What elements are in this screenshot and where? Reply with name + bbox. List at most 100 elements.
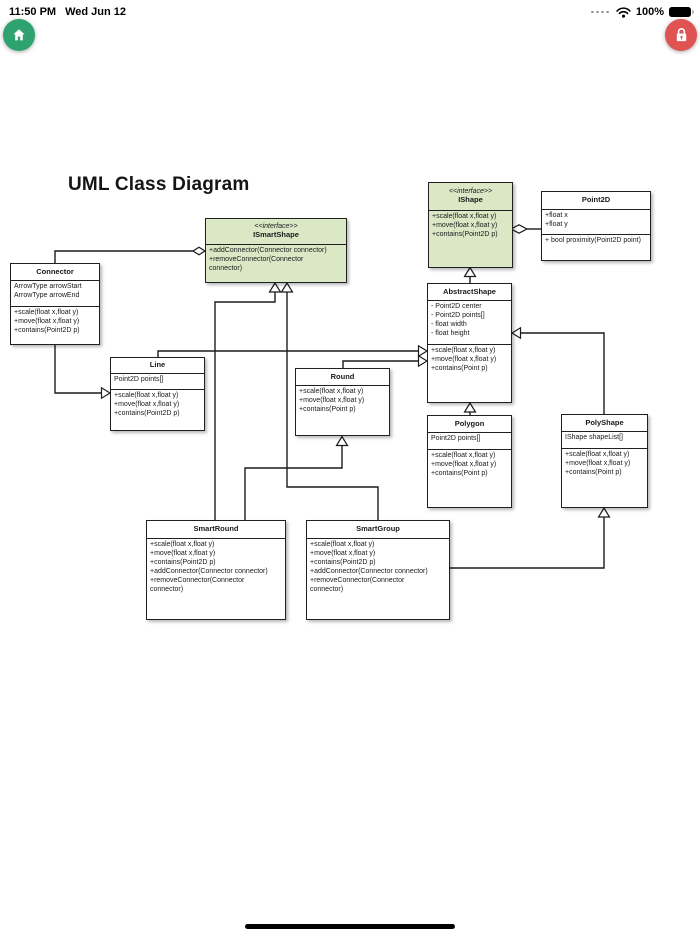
- attribute-line: +float y: [545, 220, 568, 228]
- class-name: SmartRound: [193, 524, 239, 534]
- relation-point2d-aggregated-by-ishape[interactable]: [509, 224, 541, 234]
- class-box-round[interactable]: Round +scale(float x,float y) +move(floa…: [295, 368, 390, 436]
- relation-abstractshape-implements-ishape[interactable]: [463, 266, 477, 284]
- class-box-ishape[interactable]: <<interface>> IShape +scale(float x,floa…: [428, 182, 513, 268]
- status-bar: 11:50 PM Wed Jun 12 100%: [0, 0, 700, 24]
- class-name: IShape: [458, 195, 483, 205]
- relation-smartgroup-extends-polyshape[interactable]: [450, 506, 611, 569]
- wifi-icon: [616, 6, 631, 18]
- method-line: +scale(float x,float y): [565, 451, 630, 458]
- relation-round-extends-abstractshape[interactable]: [342, 354, 429, 368]
- method-line: +removeConnector(Connector connector): [150, 576, 245, 593]
- attributes-compartment: Point2D points[]: [111, 373, 204, 389]
- method-line: +contains(Point2D p): [114, 409, 180, 417]
- stereotype-label: <<interface>>: [448, 188, 493, 196]
- class-box-point2d[interactable]: Point2D +float x +float y + bool proximi…: [541, 191, 651, 261]
- method-line: +removeConnector(Connector connector): [310, 576, 405, 593]
- attribute-line: ArrowType arrowEnd: [14, 291, 80, 299]
- attributes-compartment: Point2D points[]: [428, 432, 511, 449]
- method-line: +contains(Point2D p): [432, 230, 498, 238]
- attribute-line: Point2D points[]: [431, 435, 481, 442]
- class-name: Connector: [36, 266, 74, 276]
- class-box-connector[interactable]: Connector ArrowType arrowStart ArrowType…: [10, 263, 100, 345]
- relation-smartround-extends-round[interactable]: [244, 435, 349, 521]
- attribute-line: - float height: [431, 329, 470, 337]
- class-name: ISmartShape: [253, 230, 299, 240]
- class-box-ismartshape[interactable]: <<interface>> ISmartShape +addConnector(…: [205, 218, 347, 283]
- attribute-line: - Point2D points[]: [431, 311, 485, 319]
- method-line: +scale(float x,float y): [14, 309, 79, 316]
- class-name: SmartGroup: [356, 524, 400, 534]
- attribute-line: ArrowType arrowStart: [14, 283, 82, 290]
- method-line: +scale(float x,float y): [299, 388, 364, 395]
- method-line: +scale(float x,float y): [150, 541, 215, 548]
- method-line: +scale(float x,float y): [114, 392, 179, 399]
- cellular-dots-icon: [590, 10, 609, 14]
- attributes-compartment: - Point2D center - Point2D points[] - fl…: [428, 300, 511, 344]
- method-line: +addConnector(Connector connector): [150, 567, 268, 575]
- methods-compartment: +scale(float x,float y) +move(float x,fl…: [429, 210, 512, 267]
- method-line: +scale(float x,float y): [310, 541, 375, 548]
- method-line: +contains(Point p): [299, 405, 356, 413]
- attribute-line: +float x: [545, 212, 568, 219]
- relation-polyshape-extends-abstractshape[interactable]: [510, 326, 605, 414]
- methods-compartment: +scale(float x,float y) +move(float x,fl…: [428, 344, 511, 402]
- method-line: +scale(float x,float y): [431, 452, 496, 459]
- class-name: PolyShape: [585, 417, 624, 427]
- methods-compartment: +scale(float x,float y) +move(float x,fl…: [147, 538, 285, 619]
- class-name: Round: [330, 371, 355, 381]
- class-box-line[interactable]: Line Point2D points[] +scale(float x,flo…: [110, 357, 205, 431]
- stereotype-label: <<interface>>: [254, 223, 298, 231]
- methods-compartment: +scale(float x,float y) +move(float x,fl…: [11, 306, 99, 344]
- method-line: +move(float x,float y): [432, 221, 498, 229]
- home-button[interactable]: [3, 19, 35, 51]
- padlock-icon: [676, 28, 686, 42]
- status-date: Wed Jun 12: [65, 6, 127, 18]
- class-box-abstractshape[interactable]: AbstractShape - Point2D center - Point2D…: [427, 283, 512, 403]
- class-box-smartgroup[interactable]: SmartGroup +scale(float x,float y) +move…: [306, 520, 450, 620]
- class-name: Point2D: [581, 195, 611, 205]
- relation-smartround-implements-ismartshape[interactable]: [214, 281, 282, 520]
- class-box-smartround[interactable]: SmartRound +scale(float x,float y) +move…: [146, 520, 286, 620]
- method-line: +addConnector(Connector connector): [310, 567, 428, 575]
- method-line: +contains(Point2D p): [150, 558, 216, 566]
- attribute-line: - float width: [431, 320, 467, 328]
- attributes-compartment: +float x +float y: [542, 209, 650, 234]
- battery-full-icon: [669, 6, 694, 18]
- method-line: +move(float x,float y): [565, 459, 631, 467]
- class-box-polyshape[interactable]: PolyShape IShape shapeList[] +scale(floa…: [561, 414, 648, 508]
- method-line: +move(float x,float y): [310, 549, 376, 557]
- method-line: +contains(Point p): [431, 364, 488, 372]
- relation-line-extends-abstractshape[interactable]: [157, 344, 429, 358]
- methods-compartment: +scale(float x,float y) +move(float x,fl…: [296, 385, 389, 435]
- method-line: +contains(Point p): [431, 469, 488, 477]
- attribute-line: Point2D points[]: [114, 376, 164, 383]
- methods-compartment: +scale(float x,float y) +move(float x,fl…: [562, 448, 647, 507]
- relation-connector-extends-line[interactable]: [54, 344, 112, 400]
- method-line: +move(float x,float y): [431, 355, 497, 363]
- status-time: 11:50 PM: [9, 6, 57, 18]
- method-line: +move(float x,float y): [431, 460, 497, 468]
- class-box-polygon[interactable]: Polygon Point2D points[] +scale(float x,…: [427, 415, 512, 508]
- method-line: +removeConnector(Connector connector): [209, 255, 304, 272]
- methods-compartment: +scale(float x,float y) +move(float x,fl…: [111, 389, 204, 430]
- attribute-line: IShape shapeList[]: [565, 434, 623, 441]
- class-name: Polygon: [454, 418, 485, 428]
- methods-compartment: +scale(float x,float y) +move(float x,fl…: [307, 538, 449, 619]
- home-indicator-bar[interactable]: [245, 924, 455, 929]
- lock-button[interactable]: [665, 19, 697, 51]
- method-line: +contains(Point2D p): [310, 558, 376, 566]
- method-line: +move(float x,float y): [114, 400, 180, 408]
- methods-compartment: +addConnector(Connector connector) +remo…: [206, 244, 346, 282]
- attribute-line: - Point2D center: [431, 303, 482, 310]
- attributes-compartment: ArrowType arrowStart ArrowType arrowEnd: [11, 280, 99, 306]
- relation-connector-aggregated-by-ismartshape[interactable]: [54, 246, 207, 263]
- method-line: +move(float x,float y): [14, 317, 80, 325]
- attributes-compartment: IShape shapeList[]: [562, 431, 647, 448]
- method-line: +move(float x,float y): [150, 549, 216, 557]
- relation-polygon-extends-abstractshape[interactable]: [463, 401, 477, 415]
- method-line: +scale(float x,float y): [432, 213, 497, 220]
- house-icon: [13, 29, 25, 41]
- method-line: +move(float x,float y): [299, 396, 365, 404]
